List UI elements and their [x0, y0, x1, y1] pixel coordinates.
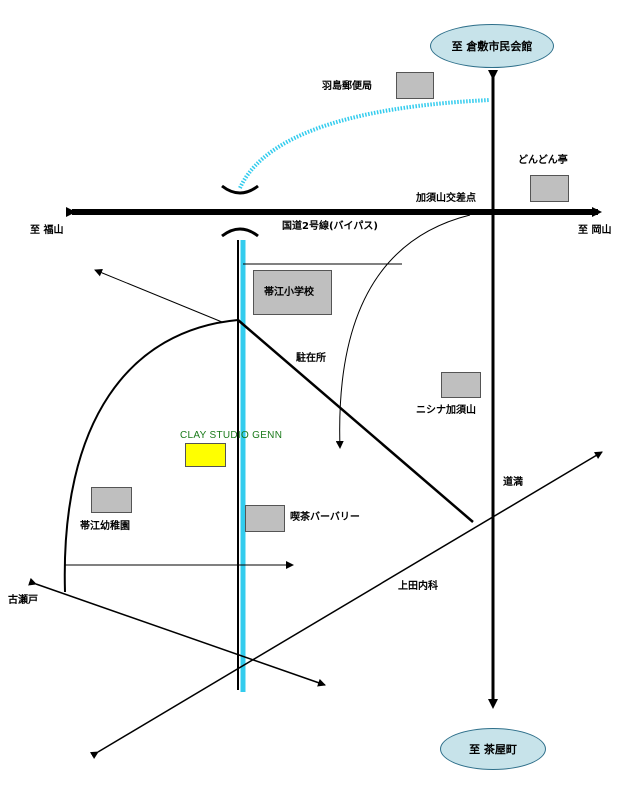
destination-west-label: 至 福山 [30, 225, 64, 236]
kissa-label: 喫茶バーバリー [290, 512, 360, 523]
hill-arc-west [63, 319, 239, 593]
bridge-arc-upper [221, 184, 259, 195]
building-kindergarten [91, 487, 132, 513]
studio-marker [185, 443, 226, 467]
building-nishina [441, 372, 481, 398]
nishina-label: ニシナ加須山 [416, 405, 476, 416]
dojo-label: 道満 [503, 477, 523, 488]
route2-label: 国道2号線(バイパス) [282, 221, 378, 232]
canal-north [238, 98, 491, 189]
guide-arrow-curve [335, 214, 471, 449]
studio-label: CLAY STUDIO GENN [180, 430, 283, 441]
diagonal-road-ne [89, 451, 603, 760]
guide-arrow-nw [94, 268, 223, 323]
building-school [253, 270, 332, 315]
dondon-label: どんどん亭 [518, 155, 568, 166]
building-dondon [530, 175, 569, 202]
bridge-arc-lower [221, 227, 259, 238]
destination-north: 至 倉敷市民会館 [430, 24, 554, 68]
post-office-label: 羽島郵便局 [322, 81, 372, 92]
building-post-office [396, 72, 434, 99]
furuse-label: 古瀬戸 [8, 595, 38, 606]
destination-south: 至 茶屋町 [440, 728, 546, 770]
building-kissa [245, 505, 285, 532]
destination-east-label: 至 岡山 [578, 225, 612, 236]
junction-label: 加須山交差点 [416, 193, 476, 204]
hill-road-diagonal [237, 319, 474, 523]
police-label: 駐在所 [296, 353, 326, 364]
kindergarten-label: 帯江幼稚園 [80, 521, 130, 532]
school-label: 帯江小学校 [264, 287, 314, 298]
ueda-label: 上田内科 [398, 581, 438, 592]
diagonal-road-furuse [28, 577, 326, 687]
